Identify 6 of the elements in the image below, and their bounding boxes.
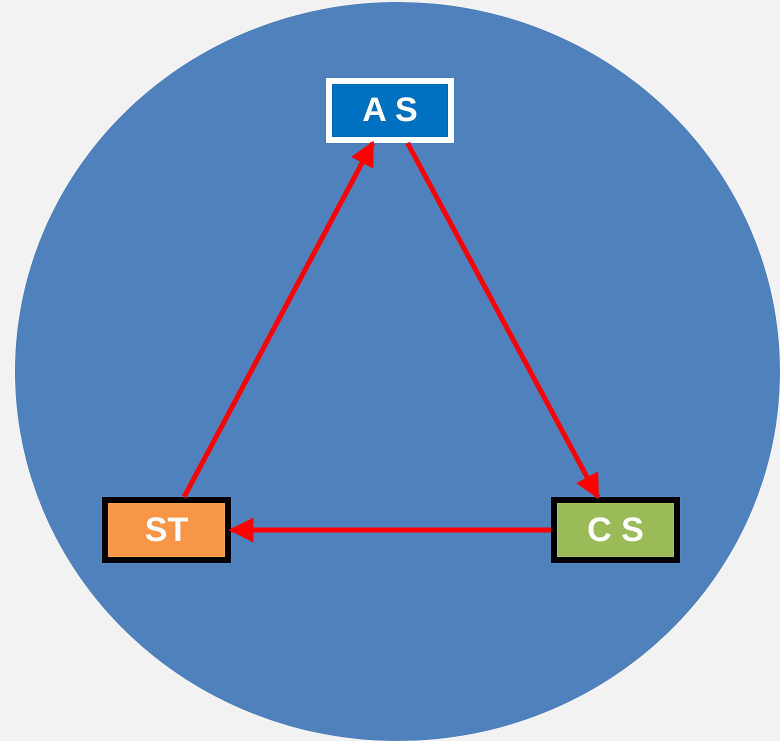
process-box: A S [326,78,454,143]
arrow [228,518,551,542]
arrow [405,142,600,500]
process-box: C S [551,497,680,563]
process-box: ST [102,497,231,563]
arrow [182,140,375,498]
